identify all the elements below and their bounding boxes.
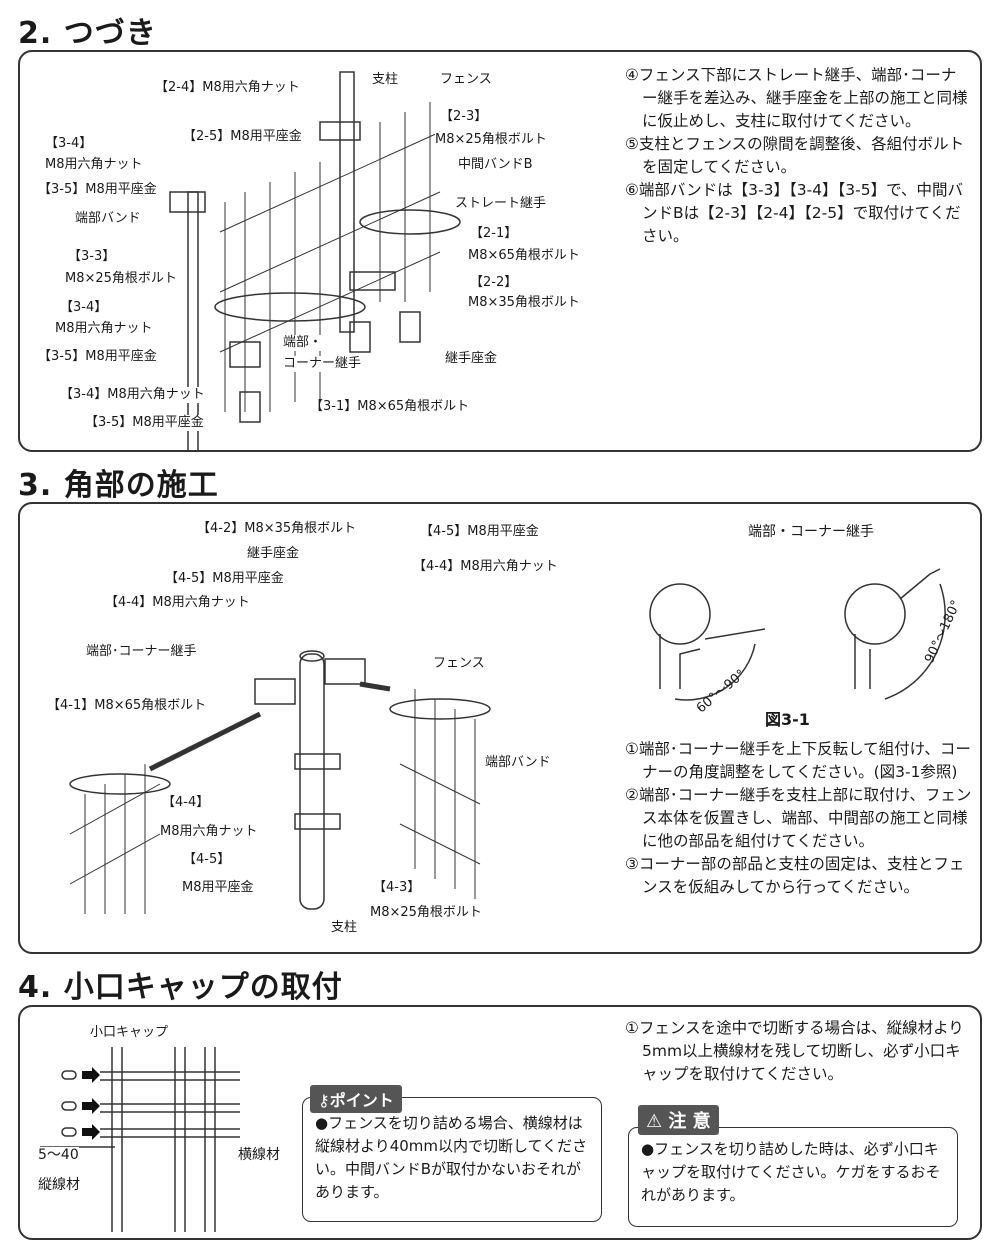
point-box: ●フェンスを切り詰める場合、横線材は縦線材より40mm以内で切断してください。中…	[302, 1097, 602, 1222]
label: 【4-5】	[183, 852, 231, 868]
section-2-instructions: ④フェンス下部にストレート継手、端部･コーナー継手を差込み、継手座金を上部の施工…	[625, 64, 970, 248]
label: 端部バンド	[485, 755, 551, 771]
label: 端部バンド	[75, 211, 141, 227]
label: 【4-4】M8用六角ナット	[413, 559, 558, 575]
caution-tag: ⚠ 注 意	[638, 1105, 719, 1135]
step-3: ③コーナー部の部品と支柱の固定は、支柱とフェンスを仮組みしてから行ってください。	[625, 855, 965, 896]
step-6: ⑥端部バンドは【3-3】【3-4】【3-5】で、中間バンドBは【2-3】【2-4…	[625, 181, 964, 245]
label: 【4-3】	[373, 880, 421, 896]
label: M8×25角根ボルト	[435, 132, 547, 148]
cap-label: 小口キャップ	[90, 1025, 169, 1041]
step-4: ④フェンス下部にストレート継手、端部･コーナー継手を差込み、継手座金を上部の施工…	[625, 66, 968, 130]
label: 【4-1】M8×65角根ボルト	[47, 698, 207, 714]
step-5: ⑤支柱とフェンスの隙間を調整後、各組付ボルトを固定してください。	[625, 135, 965, 176]
horizontal-wire-label: 横線材	[238, 1147, 280, 1163]
section-2-panel: 【2-4】M8用六角ナット 支柱 フェンス 【2-3】 M8×25角根ボルト 【…	[18, 50, 982, 452]
label: 継手座金	[247, 546, 300, 562]
label: 【2-4】M8用六角ナット	[155, 80, 300, 96]
label: M8×25角根ボルト	[65, 271, 177, 287]
section-2-title: 2. つづき	[18, 16, 157, 51]
label: 【4-4】M8用六角ナット	[105, 595, 250, 611]
figure-caption: 図3-1	[765, 710, 810, 729]
figure-label: 端部・コーナー継手	[748, 524, 874, 540]
label: M8用六角ナット	[55, 321, 153, 337]
section-4-instructions: ①フェンスを途中で切断する場合は、縦線材より5mm以上横線材を残して切断し、必ず…	[625, 1017, 975, 1086]
step-1: ①端部･コーナー継手を上下反転して組付け、コーナーの角度調整をしてください。(図…	[625, 740, 971, 781]
label: 【2-1】	[470, 226, 518, 242]
label: ストレート継手	[455, 196, 547, 212]
dimension-label: 5〜40	[38, 1147, 79, 1163]
label: 【3-5】M8用平座金	[38, 182, 157, 198]
label: M8×25角根ボルト	[370, 905, 482, 921]
label: 【2-3】	[440, 109, 488, 125]
label: 【4-5】M8用平座金	[165, 571, 284, 587]
label: 端部・	[283, 335, 323, 351]
caution-text: ●フェンスを切り詰めした時は、必ず小口キャップを取付けてください。ケガをするおそ…	[641, 1140, 941, 1204]
label: コーナー継手	[283, 356, 362, 372]
label: M8用平座金	[182, 880, 254, 896]
warning-icon: ⚠	[646, 1111, 669, 1132]
label: 端部･コーナー継手	[86, 644, 197, 660]
label: フェンス	[433, 656, 485, 672]
label: 【4-4】	[162, 795, 210, 811]
caution-box: ●フェンスを切り詰めした時は、必ず小口キャップを取付けてください。ケガをするおそ…	[628, 1127, 958, 1227]
section-2-diagram	[169, 71, 461, 452]
label: M8用六角ナット	[45, 157, 143, 173]
label: 【4-2】M8×35角根ボルト	[197, 521, 357, 537]
label: 【3-5】M8用平座金	[38, 349, 157, 365]
vertical-wire-label: 縦線材	[38, 1177, 80, 1193]
label: フェンス	[440, 72, 492, 88]
label: M8×35角根ボルト	[468, 295, 580, 311]
label: 継手座金	[445, 351, 498, 367]
section-4-panel: 小口キャップ 5〜40 縦線材 横線材 ●フェンスを切り詰める場合、横線材は縦線…	[18, 1005, 982, 1240]
label: 【3-4】	[60, 300, 108, 316]
label: 中間バンドB	[458, 157, 533, 173]
label: 【3-4】M8用六角ナット	[60, 387, 205, 403]
label: 【2-5】M8用平座金	[183, 129, 302, 145]
caution-tag-label: 注 意	[668, 1111, 711, 1132]
section-3-title: 3. 角部の施工	[18, 468, 219, 503]
label: M8×65角根ボルト	[468, 248, 580, 264]
step-1: ①フェンスを途中で切断する場合は、縦線材より5mm以上横線材を残して切断し、必ず…	[625, 1019, 964, 1083]
cap-diagram	[40, 1047, 240, 1232]
point-text: ●フェンスを切り詰める場合、横線材は縦線材より40mm以内で切断してください。中…	[315, 1114, 588, 1201]
label: 【4-5】M8用平座金	[420, 524, 539, 540]
point-tag: ⚷ポイント	[310, 1085, 402, 1113]
label: 【2-2】	[470, 275, 518, 291]
label: M8用六角ナット	[160, 824, 258, 840]
label: 【3-1】M8×65角根ボルト	[310, 399, 470, 415]
step-2: ②端部･コーナー継手を支柱上部に取付け、フェンス本体を仮置きし、端部、中間部の施…	[625, 786, 972, 850]
label: 支柱	[372, 72, 399, 88]
section-4-title: 4. 小口キャップの取付	[18, 970, 343, 1005]
label: 支柱	[331, 920, 358, 936]
section-3-instructions: ①端部･コーナー継手を上下反転して組付け、コーナーの角度調整をしてください。(図…	[625, 738, 975, 899]
label: 【3-5】M8用平座金	[85, 415, 204, 431]
point-tag-label: ポイント	[329, 1091, 394, 1110]
section-3-diagram	[69, 568, 946, 914]
label: 【3-3】	[68, 249, 116, 265]
section-3-panel: 【4-2】M8×35角根ボルト 【4-5】M8用平座金 継手座金 【4-5】M8…	[18, 502, 982, 954]
label: 【3-4】	[45, 136, 93, 152]
